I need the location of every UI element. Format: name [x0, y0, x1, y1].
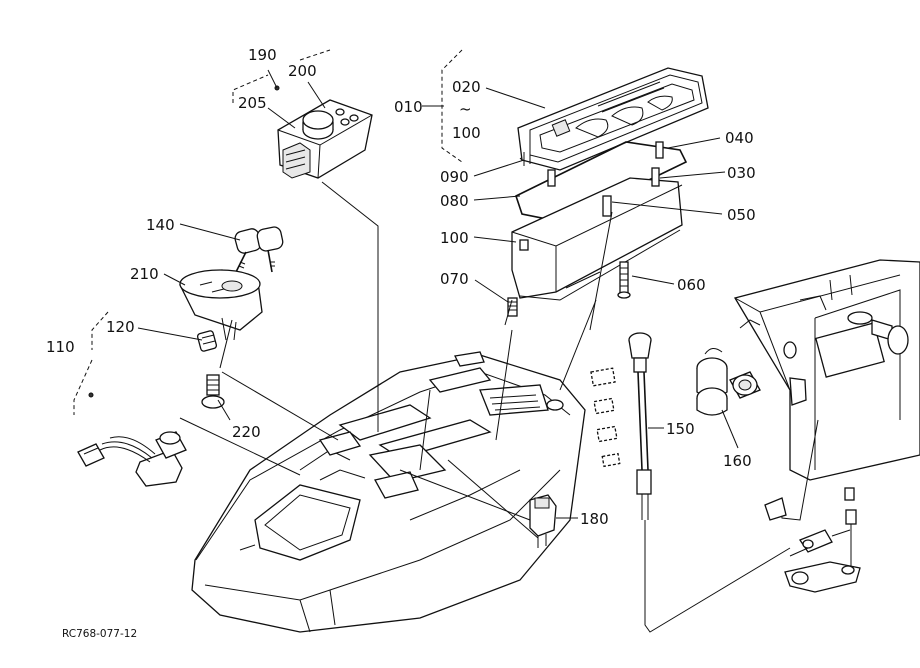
console-body	[191, 351, 586, 633]
drawing-code: RC768-077-12	[62, 628, 137, 640]
label-110: 110	[46, 338, 75, 356]
label-160: 160	[723, 452, 752, 470]
assembly-brackets	[73, 49, 463, 415]
switch-assembly-190	[274, 85, 373, 179]
label-020: 020	[452, 78, 481, 96]
right-frame	[733, 259, 920, 521]
label-tilde: ~	[459, 100, 472, 118]
label-080: 080	[440, 192, 469, 210]
label-150: 150	[666, 420, 695, 438]
key-switch-210	[179, 269, 263, 409]
leader-lines	[137, 69, 739, 539]
callout-labels: 190 200 205 010 020 ~ 100 040 030 090 08…	[46, 46, 756, 640]
label-040: 040	[725, 129, 754, 147]
harness-110	[77, 392, 187, 487]
lever-linkage	[784, 487, 861, 593]
switch-180	[529, 494, 557, 548]
cable-150	[628, 332, 791, 633]
label-050: 050	[727, 206, 756, 224]
label-120: 120	[106, 318, 135, 336]
label-060: 060	[677, 276, 706, 294]
label-140: 140	[146, 216, 175, 234]
sockets-160	[696, 348, 761, 416]
label-010: 010	[394, 98, 423, 116]
label-180: 180	[580, 510, 609, 528]
label-205: 205	[238, 94, 267, 112]
label-200: 200	[288, 62, 317, 80]
label-100-range: 100	[452, 124, 481, 142]
keys-140	[234, 226, 284, 273]
label-070: 070	[440, 270, 469, 288]
label-090: 090	[440, 168, 469, 186]
label-210: 210	[130, 265, 159, 283]
label-220: 220	[232, 423, 261, 441]
label-190: 190	[248, 46, 277, 64]
dashed-stubs	[590, 367, 621, 468]
label-100: 100	[440, 229, 469, 247]
label-030: 030	[727, 164, 756, 182]
